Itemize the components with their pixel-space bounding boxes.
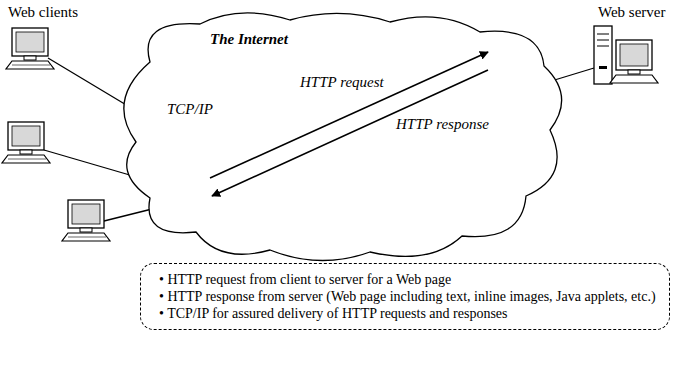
notes-box: • HTTP request from client to server for… bbox=[140, 263, 670, 330]
note-line: • HTTP request from client to server for… bbox=[159, 271, 657, 288]
request-label: HTTP request bbox=[298, 74, 386, 91]
clients-label: Web clients bbox=[6, 4, 80, 21]
client-computer bbox=[6, 28, 54, 69]
protocol-label: TCP/IP bbox=[167, 101, 213, 118]
response-arrow bbox=[212, 70, 488, 196]
response-label: HTTP response bbox=[394, 116, 491, 133]
server-computer bbox=[594, 26, 658, 84]
cloud-title: The Internet bbox=[210, 31, 288, 48]
note-line: • TCP/IP for assured delivery of HTTP re… bbox=[159, 305, 657, 322]
note-line: • HTTP response from server (Web page in… bbox=[159, 288, 657, 305]
server-label: Web server bbox=[596, 4, 668, 21]
client-computer bbox=[62, 200, 110, 241]
request-arrow bbox=[210, 52, 488, 178]
cloud-shape bbox=[124, 13, 562, 261]
client-wire bbox=[44, 150, 140, 178]
cloud-outline bbox=[115, 5, 570, 270]
client-computer bbox=[2, 122, 50, 163]
internet-cloud: The InternetTCP/IP bbox=[115, 5, 570, 270]
